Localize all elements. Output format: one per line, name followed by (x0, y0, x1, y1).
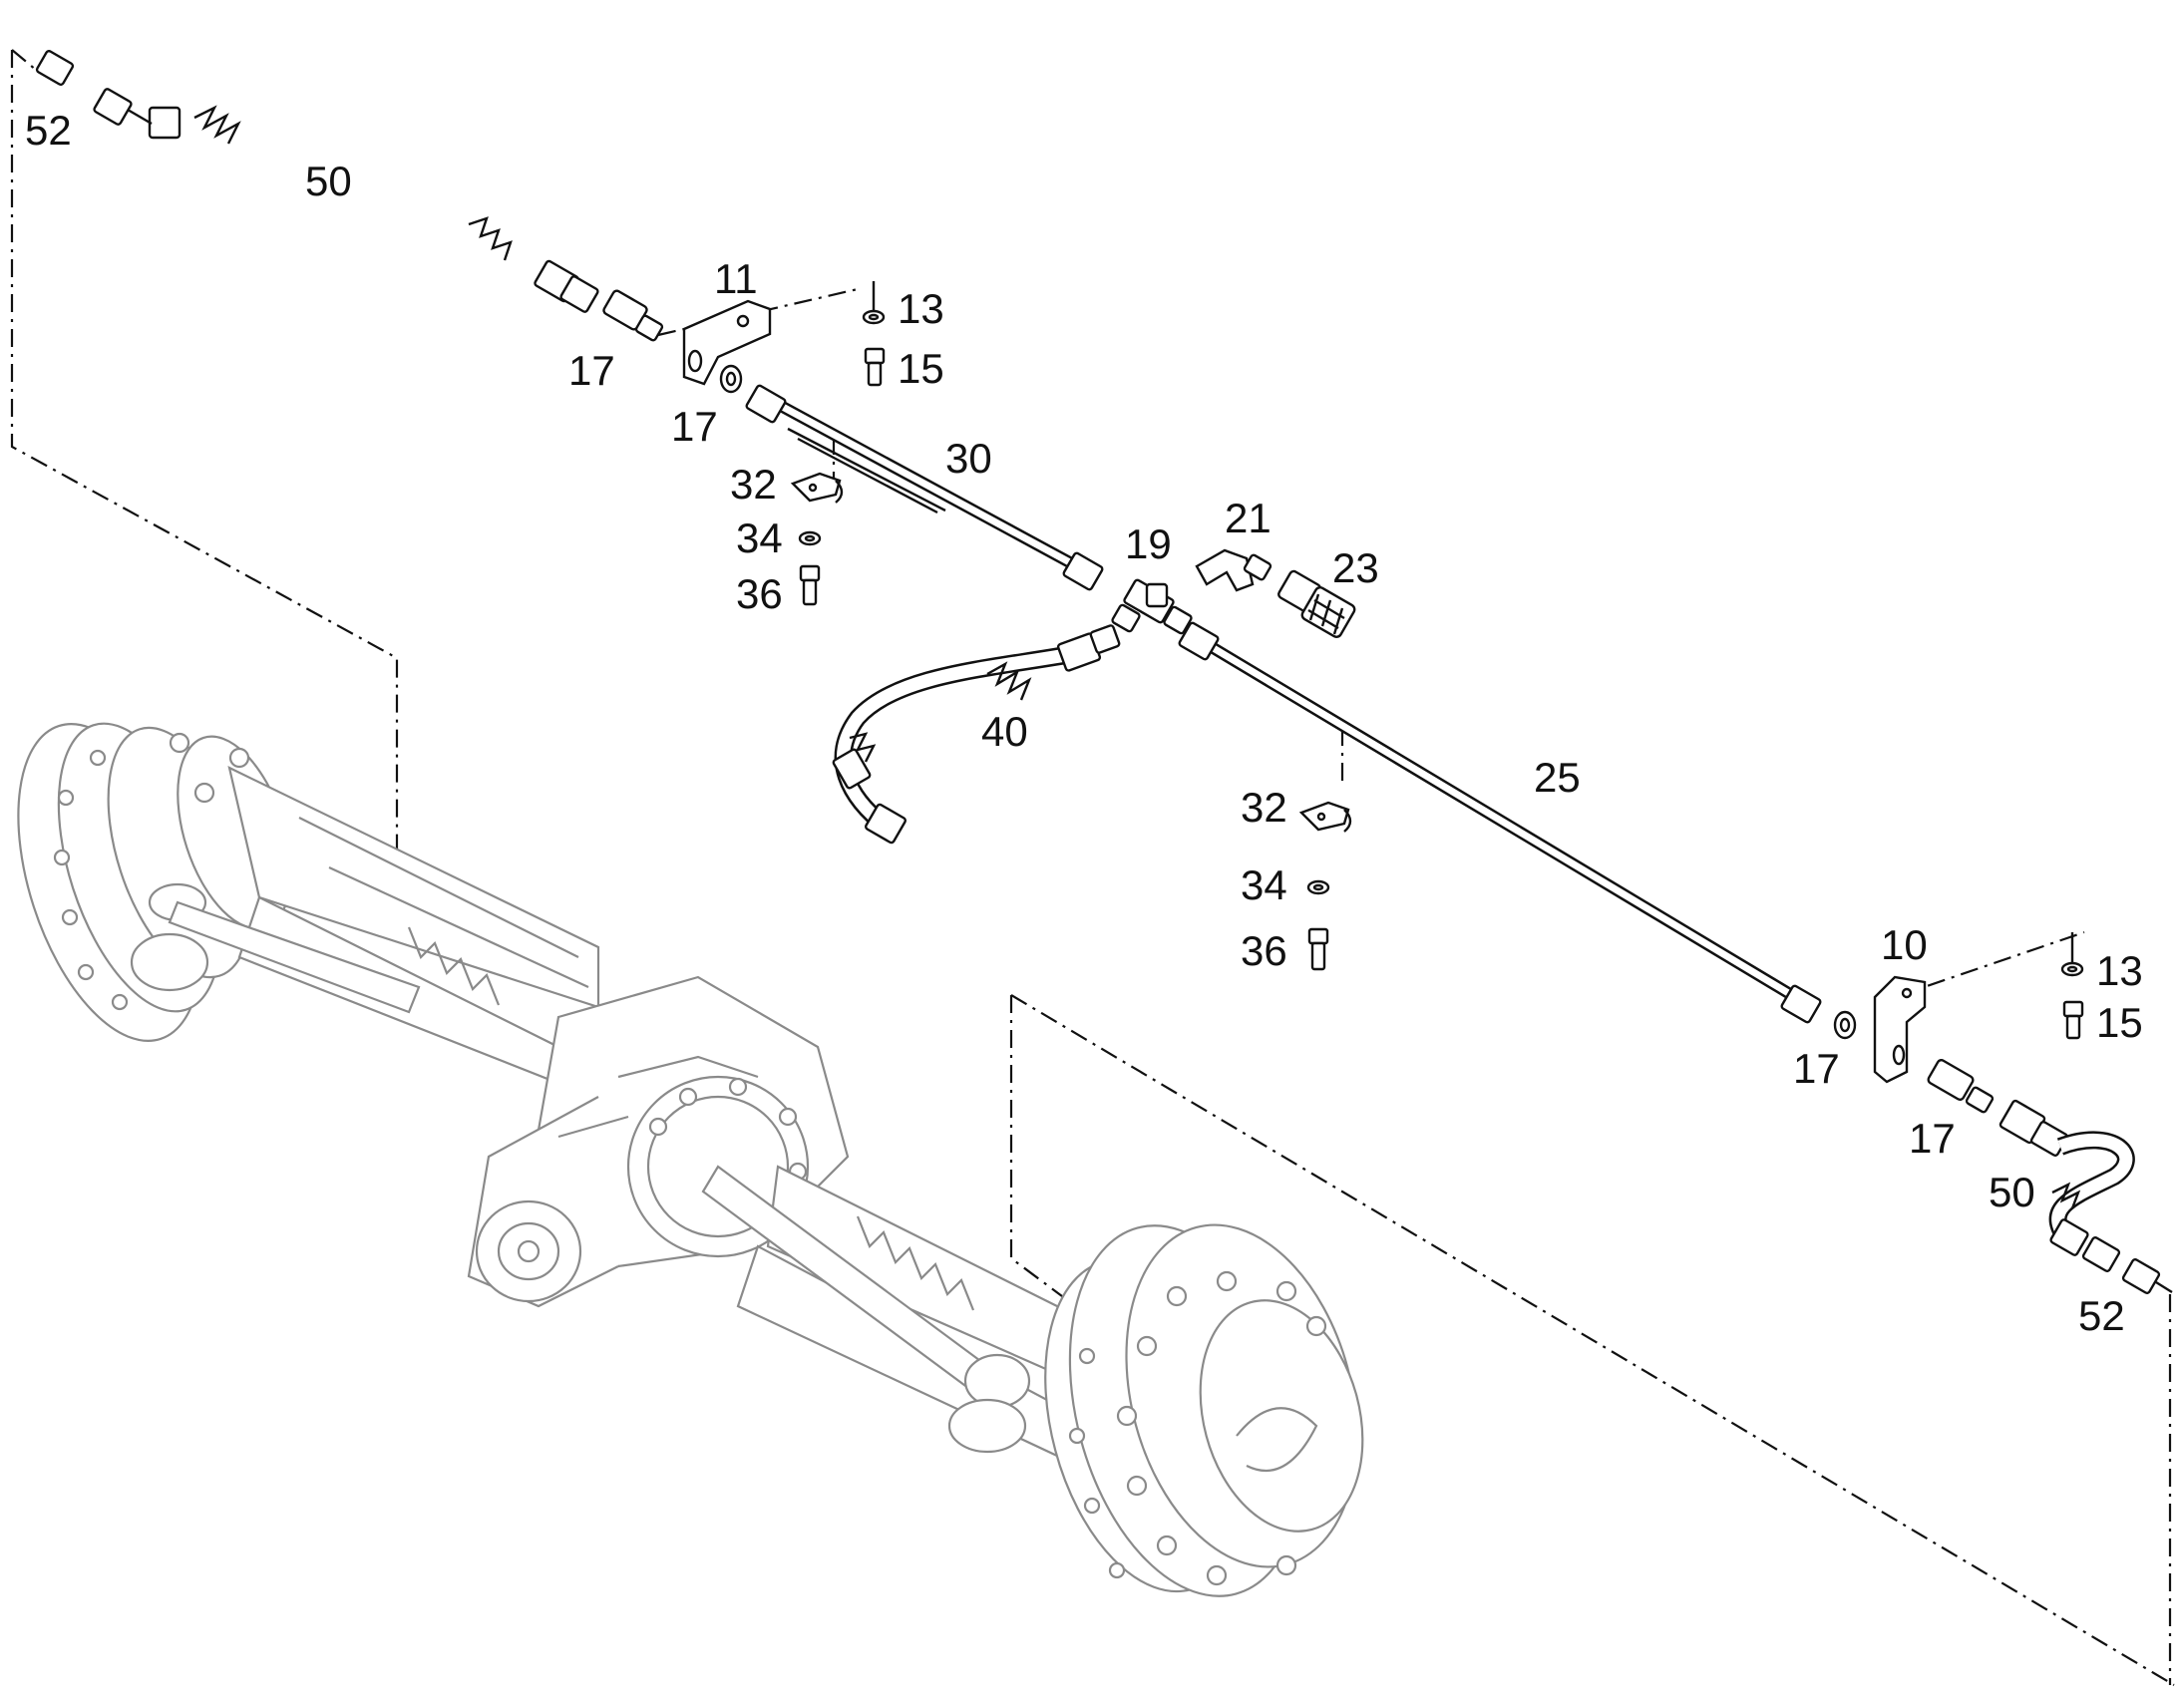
fitting-52-lower (2081, 1236, 2173, 1294)
callout-13-washer-upper: 13 (898, 285, 944, 332)
right-wheel-hub (1044, 1223, 1364, 1597)
callout-50-lower: 50 (1989, 1169, 2035, 1215)
callout-labels: 52 50 17 11 13 15 17 30 32 34 36 19 21 2… (25, 107, 2143, 1339)
brake-lines (35, 50, 2173, 1294)
callout-11-bracket: 11 (714, 255, 758, 302)
callout-15-bolt-lower: 15 (2096, 999, 2143, 1046)
callout-17-adapter-upper: 17 (568, 347, 615, 394)
washer-13-lower (2060, 932, 2084, 977)
flexible-hose-lower (1998, 1099, 2135, 1256)
callout-52-upper: 52 (25, 107, 72, 154)
rigid-pipe-25 (1178, 621, 1822, 1024)
bolt-36-lower (1307, 927, 1329, 971)
front-axle-housing (17, 722, 1364, 1597)
callout-36-bolt-lower: 36 (1241, 927, 1287, 974)
clip-32-lower (1298, 801, 1352, 833)
elbow-fitting-21 (1195, 548, 1272, 592)
callout-17-washer-upper: 17 (671, 403, 718, 450)
bolt-15-lower (2062, 1000, 2084, 1040)
callout-17-adapter-lower: 17 (1909, 1115, 1956, 1162)
callout-30-pipe: 30 (945, 435, 992, 482)
flexible-hose-upper (148, 105, 599, 313)
adapter-17-upper (602, 289, 743, 394)
fitting-52-upper (35, 50, 153, 126)
bracket-11 (682, 299, 772, 386)
bracket-10 (1873, 975, 1927, 1084)
callout-32-clip-upper: 32 (730, 461, 777, 508)
callout-32-clip-lower: 32 (1241, 784, 1287, 831)
callout-23-coupling: 23 (1332, 544, 1379, 591)
flexible-hose-40 (832, 624, 1121, 845)
callout-52-lower: 52 (2078, 1292, 2125, 1339)
clip-32-upper (790, 472, 844, 504)
callout-34-washer-lower: 34 (1241, 861, 1287, 908)
callout-17-washer-lower: 17 (1793, 1045, 1840, 1092)
bolt-36-upper (799, 564, 821, 606)
washer-34-lower (1306, 879, 1330, 895)
bolt-15-upper (864, 347, 886, 387)
washer-34-upper (798, 530, 822, 546)
callout-10-bracket: 10 (1881, 921, 1928, 968)
callout-21-elbow: 21 (1225, 495, 1272, 541)
callout-13-washer-lower: 13 (2096, 947, 2143, 994)
assembly-reference-lines (10, 49, 2175, 1686)
callout-34-washer-upper: 34 (736, 514, 783, 561)
callout-50-upper: 50 (305, 158, 352, 204)
adapter-17-lower (1833, 1010, 1995, 1114)
coupling-23 (1277, 569, 1356, 638)
callout-40-hose: 40 (981, 708, 1028, 755)
tee-fitting-19 (1111, 578, 1193, 635)
callout-25-pipe: 25 (1534, 754, 1581, 801)
rigid-pipe-30 (745, 384, 1104, 591)
washer-13-upper (862, 281, 886, 325)
callout-15-bolt-upper: 15 (898, 345, 944, 392)
callout-19-tee: 19 (1125, 520, 1172, 567)
callout-36-bolt-upper: 36 (736, 570, 783, 617)
